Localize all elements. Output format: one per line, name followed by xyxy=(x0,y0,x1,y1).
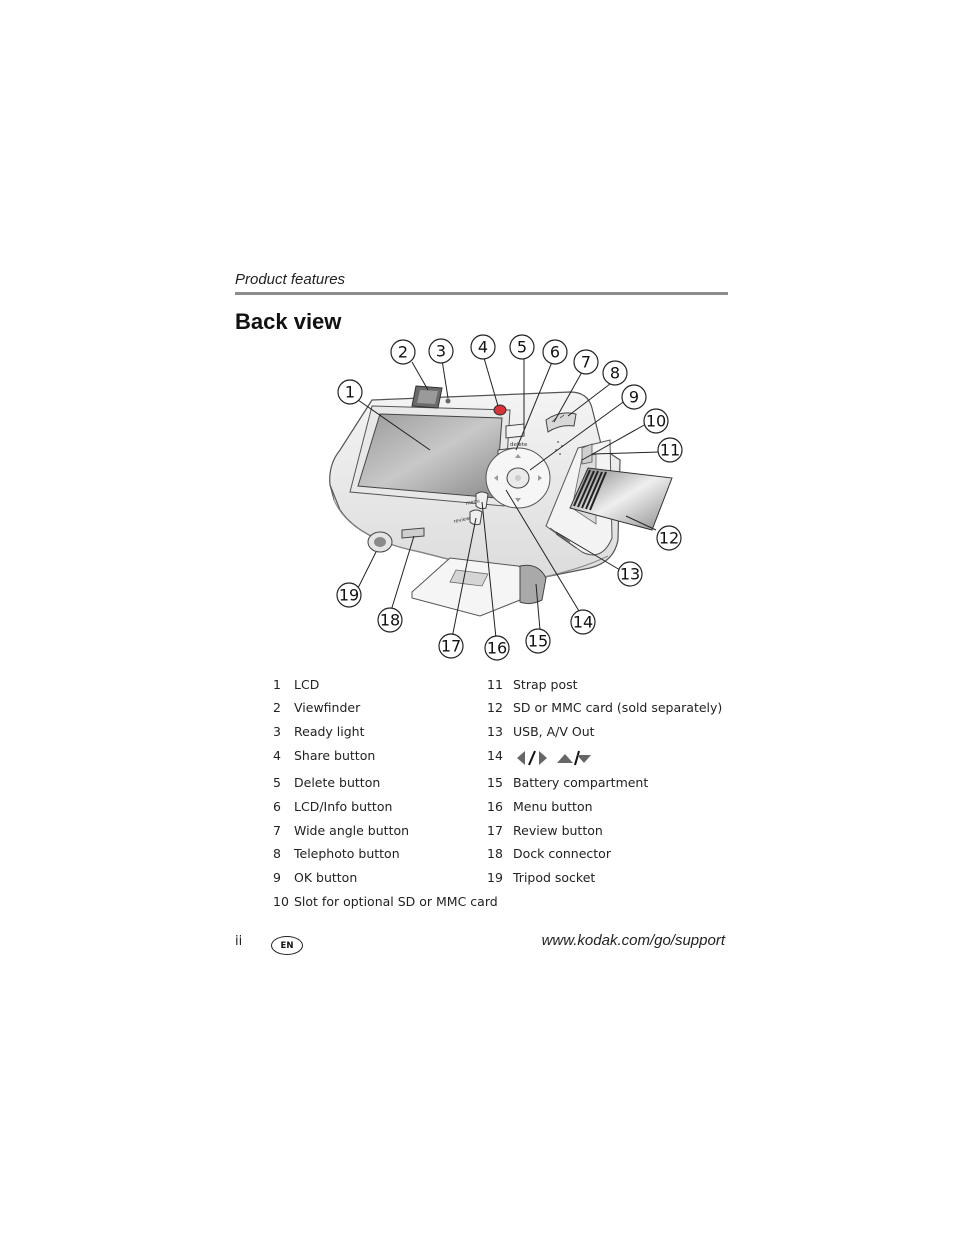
svg-text:7: 7 xyxy=(581,353,591,372)
callout-markers: 1 2 3 4 5 6 7 8 9 10 11 12 13 14 15 16 1… xyxy=(336,334,683,661)
delete-button xyxy=(505,423,525,439)
running-head: Product features xyxy=(235,271,346,288)
left-right-up-down-arrows-icon xyxy=(513,748,593,768)
share-button xyxy=(493,404,507,416)
callout-16: 16 xyxy=(484,635,510,661)
svg-text:6: 6 xyxy=(550,343,560,362)
ready-light xyxy=(445,398,451,404)
callout-3: 3 xyxy=(428,338,454,364)
svg-text:3: 3 xyxy=(436,342,446,361)
menu-label: menu xyxy=(465,498,480,507)
callout-9: 9 xyxy=(621,384,647,410)
svg-text:14: 14 xyxy=(573,613,593,632)
svg-text:19: 19 xyxy=(339,586,359,605)
callout-19: 19 xyxy=(336,582,362,608)
svg-text:17: 17 xyxy=(441,637,461,656)
callout-1: 1 xyxy=(337,379,363,405)
callout-15: 15 xyxy=(525,628,551,654)
strap-post xyxy=(581,443,593,465)
svg-text:8: 8 xyxy=(610,364,620,383)
callout-6: 6 xyxy=(542,339,568,365)
lcd-screen xyxy=(349,405,511,507)
callout-12: 12 xyxy=(656,525,682,551)
callout-4: 4 xyxy=(470,334,496,360)
svg-text:1: 1 xyxy=(345,383,355,402)
review-button xyxy=(469,509,483,526)
four-way-controller xyxy=(485,447,551,509)
tripod-socket xyxy=(367,531,393,553)
support-url[interactable]: www.kodak.com/go/support xyxy=(541,932,725,949)
callout-11: 11 xyxy=(657,437,683,463)
svg-text:2: 2 xyxy=(398,343,408,362)
callout-14: 14 xyxy=(570,609,596,635)
callout-17: 17 xyxy=(438,633,464,659)
svg-text:12: 12 xyxy=(659,529,679,548)
sd-card xyxy=(569,467,673,531)
zoom-rocker xyxy=(545,412,577,433)
svg-text:9: 9 xyxy=(629,388,639,407)
camera-back-view-figure: delete menu review xyxy=(320,330,700,670)
dock-connector xyxy=(401,527,425,539)
svg-text:11: 11 xyxy=(660,441,680,460)
callout-10: 10 xyxy=(643,408,669,434)
section-title: Back view xyxy=(235,309,342,334)
callout-7: 7 xyxy=(573,349,599,375)
svg-text:5: 5 xyxy=(517,338,527,357)
svg-text:13: 13 xyxy=(620,565,640,584)
callout-13: 13 xyxy=(617,561,643,587)
callout-8: 8 xyxy=(602,360,628,386)
callout-leaders xyxy=(355,357,661,639)
svg-text:4: 4 xyxy=(478,338,488,357)
callout-5: 5 xyxy=(509,334,535,360)
menu-button xyxy=(475,491,489,510)
svg-text:15: 15 xyxy=(528,632,548,651)
battery-compartment xyxy=(411,557,547,617)
language-badge: EN xyxy=(271,936,303,955)
camera-illustration: delete menu review xyxy=(329,334,683,661)
viewfinder xyxy=(411,385,443,409)
callout-18: 18 xyxy=(377,607,403,633)
review-label: review xyxy=(453,516,470,525)
svg-text:16: 16 xyxy=(487,639,507,658)
page-number: ii xyxy=(235,934,243,949)
delete-label: delete xyxy=(510,442,528,448)
callout-2: 2 xyxy=(390,339,416,365)
header-rule xyxy=(235,292,728,295)
svg-text:18: 18 xyxy=(380,611,400,630)
svg-text:10: 10 xyxy=(646,412,666,431)
